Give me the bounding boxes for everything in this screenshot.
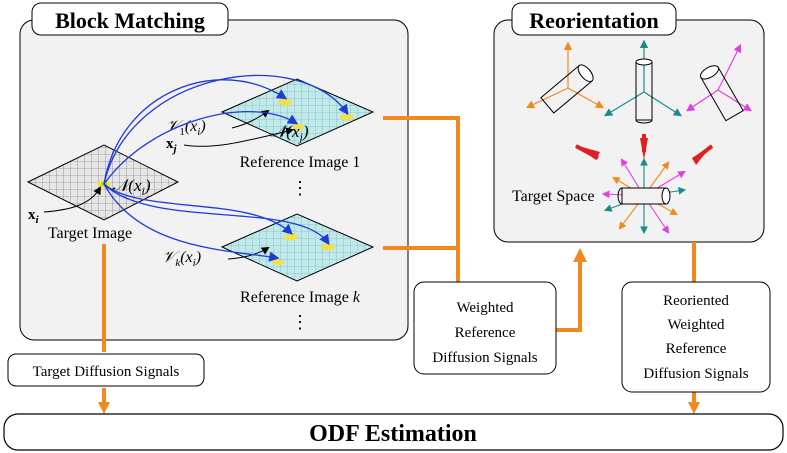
red-arrows (575, 134, 714, 165)
reoriented-line-4: Diffusion Signals (643, 366, 748, 382)
x-j-label: xj (166, 136, 178, 155)
flow-arrowhead-target (98, 402, 110, 414)
weighted-box (413, 281, 557, 375)
reference-image-k-grid (220, 213, 375, 282)
n-xj-label: 𝒩(xj) (270, 122, 309, 144)
block-matching-title-box (31, 2, 229, 36)
reference-image-k-label: Reference Image k (240, 289, 361, 306)
target-image-label: Target Image (48, 225, 132, 242)
reorientation-title: Reorientation (529, 8, 659, 33)
n-xi-label: 𝒩(xi) (112, 176, 151, 198)
tensor-magenta (686, 43, 753, 122)
target-space-label: Target Space (512, 188, 595, 205)
reference-image-1-label: Reference Image 1 (240, 154, 361, 171)
matching-arrows (103, 74, 349, 262)
x-i-pointer (43, 186, 102, 213)
weighted-line-2: Reference (455, 325, 516, 341)
reoriented-line-3: Reference (666, 341, 727, 357)
flow-arrowhead-up (573, 248, 587, 262)
reorientation-title-box (511, 2, 677, 36)
weighted-line-3: Diffusion Signals (432, 350, 537, 366)
reoriented-box (621, 281, 771, 393)
target-diffusion-box (7, 353, 205, 387)
block-matching-title: Block Matching (55, 8, 205, 33)
odf-estimation-box (3, 413, 784, 451)
ellipsis-top: ⋮ (291, 178, 309, 198)
target-space-tensor (601, 157, 687, 235)
target-diffusion-label: Target Diffusion Signals (33, 364, 180, 380)
tensor-teal (603, 39, 683, 124)
reoriented-line-1: Reoriented (663, 293, 729, 309)
odf-estimation-label: ODF Estimation (309, 421, 477, 447)
flow-lines (102, 116, 696, 404)
x-i-label: xi (28, 207, 40, 226)
vk-pointer (227, 246, 270, 260)
reorientation-panel (493, 19, 765, 243)
weighted-line-1: Weighted (456, 300, 514, 316)
ellipsis-bottom: ⋮ (291, 312, 309, 332)
x-j-pointer (183, 127, 294, 147)
tensor-orange (525, 41, 605, 114)
reoriented-line-2: Weighted (667, 317, 725, 333)
flow-arrowhead-reoriented (688, 402, 700, 414)
